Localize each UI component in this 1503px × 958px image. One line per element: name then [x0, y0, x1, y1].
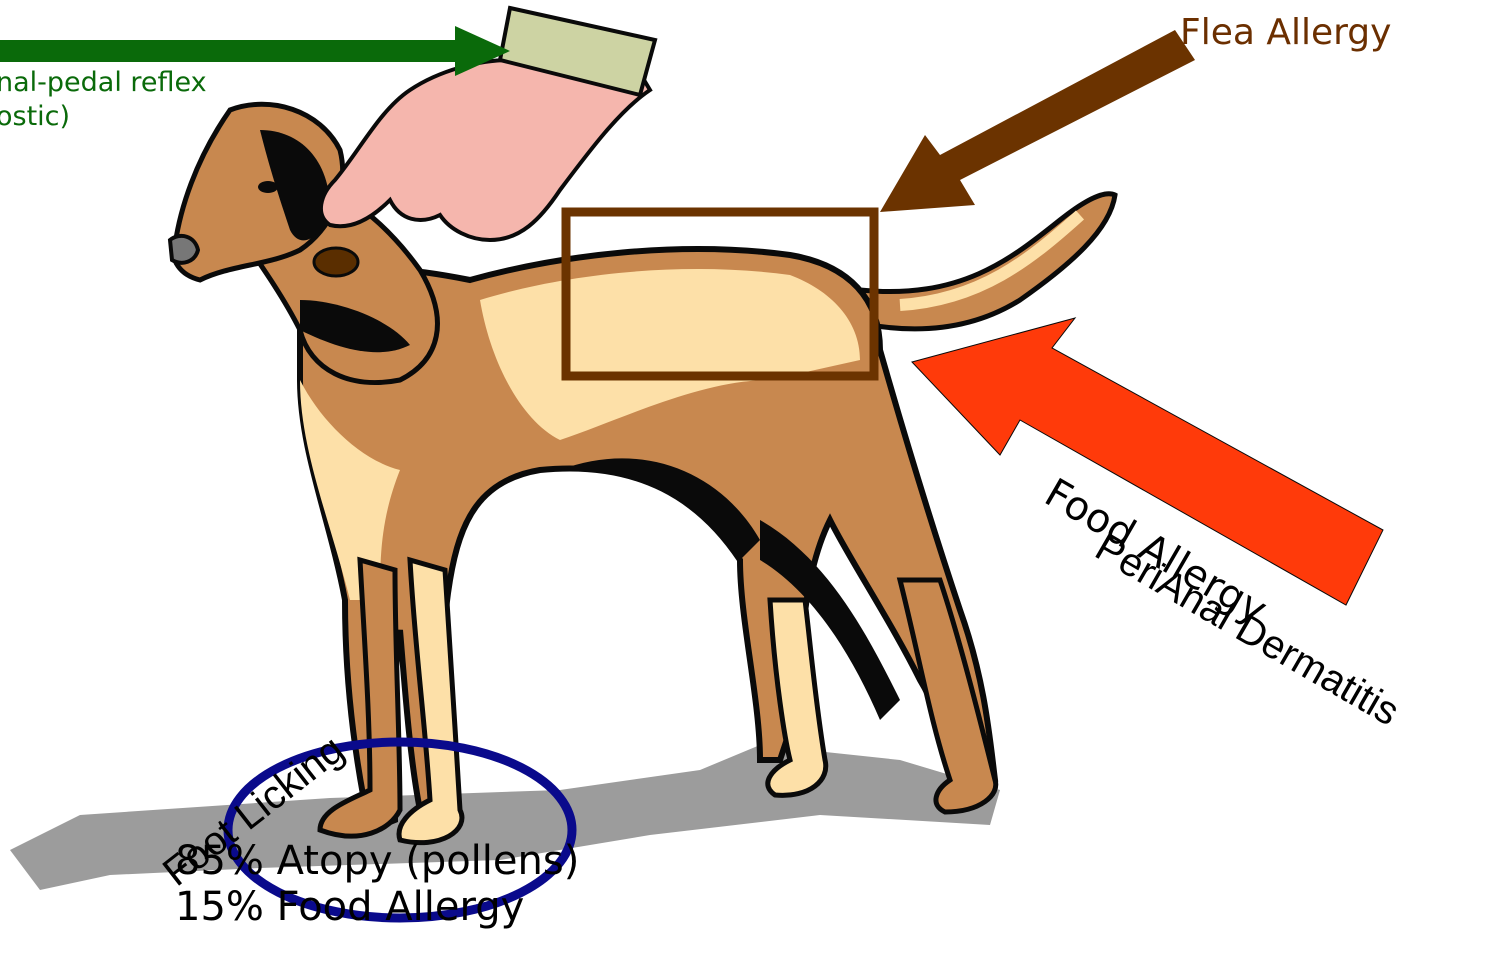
flea-allergy-label: Flea Allergy: [1180, 12, 1391, 53]
dog-collar-tag: [314, 248, 358, 276]
dog-nose: [170, 236, 198, 263]
atopy-percent: 85% Atopy (pollens): [175, 838, 579, 884]
dog-eye: [258, 181, 278, 193]
pinnal-line-1: nal-pedal reflex: [0, 66, 207, 100]
brown-arrow: [880, 30, 1195, 212]
pinnal-line-2: ostic): [0, 100, 207, 134]
foot-licking-causes: 85% Atopy (pollens) 15% Food Allergy: [175, 838, 579, 930]
food-allergy-percent: 15% Food Allergy: [175, 884, 579, 930]
pinnal-pedal-label: nal-pedal reflex ostic): [0, 66, 207, 134]
